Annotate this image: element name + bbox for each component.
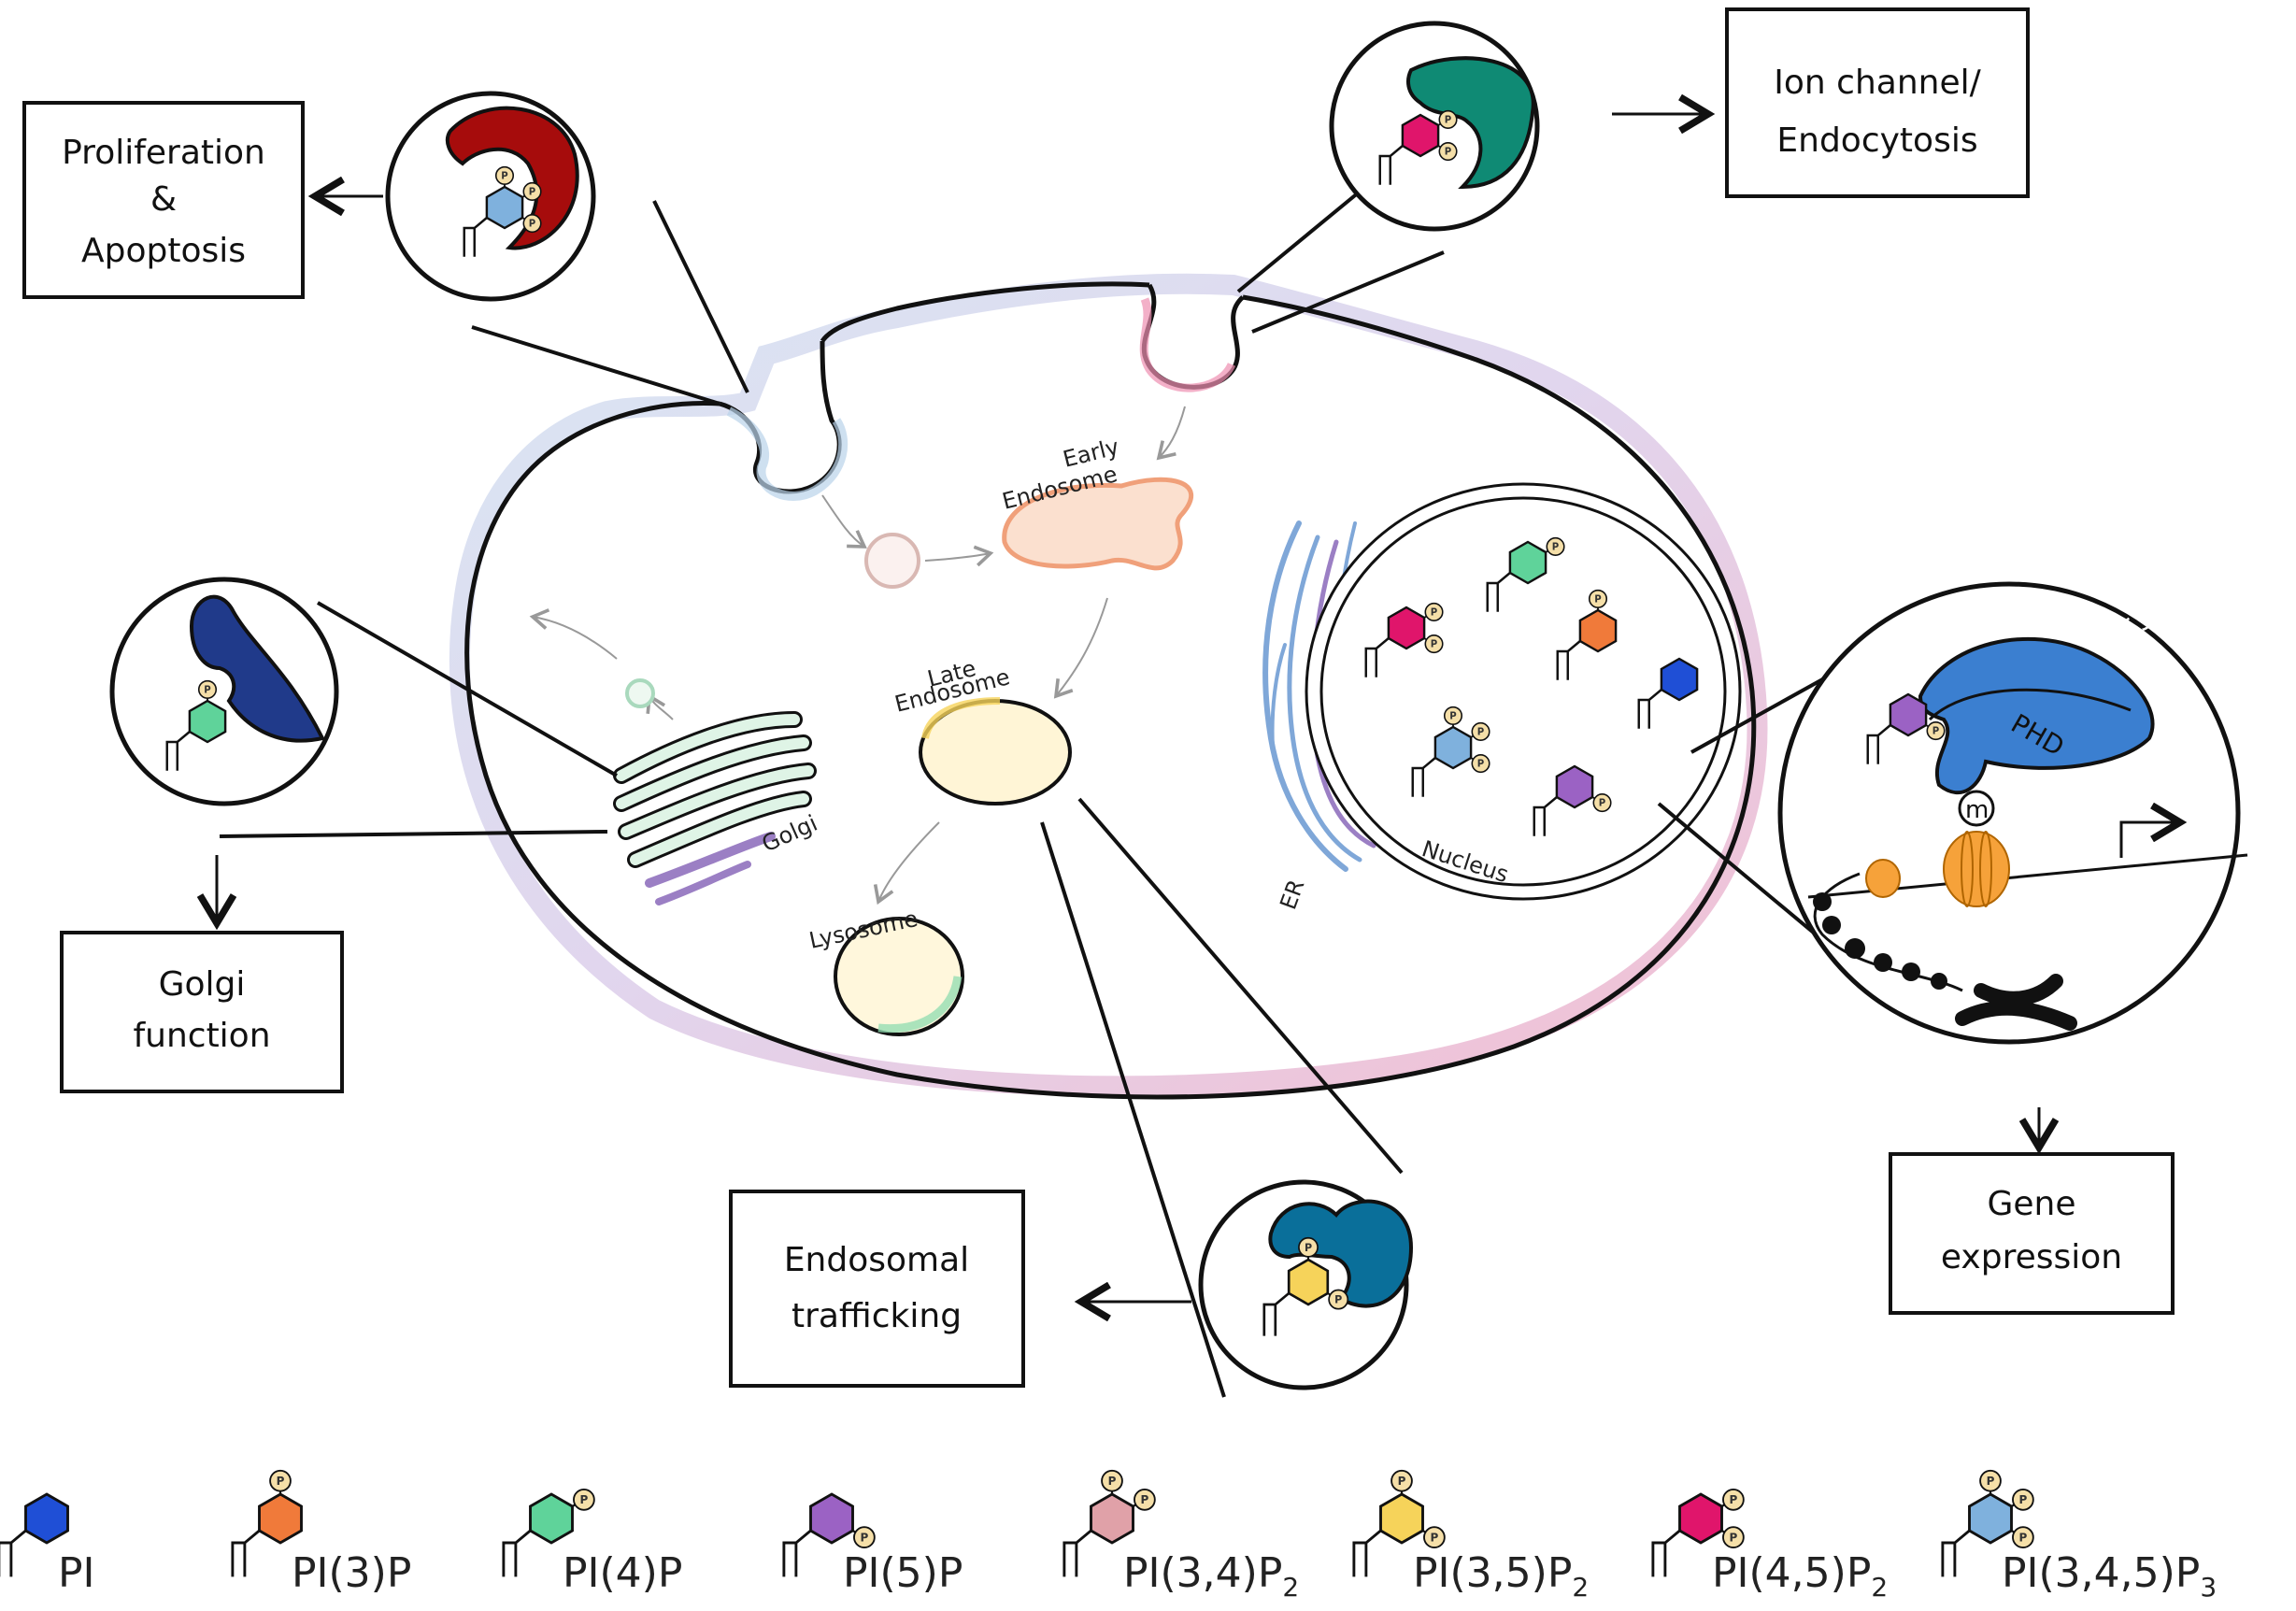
legend-glyph: P [502,1489,595,1577]
zoom-circle-pi4p [109,577,339,806]
golgi-label: Golgi [758,810,821,858]
legend-glyph: PP [1062,1469,1156,1577]
box-ion-channel-endocytosis: Ion channel/ Endocytosis [1725,7,2030,198]
zoom-pi4p: P [165,679,227,771]
cell-membrane-shade [449,273,1768,1097]
methyl-mark [1958,790,1995,827]
box-golgi-function: Golgi function [60,931,344,1093]
vesicle-golgi [625,678,655,708]
legend-glyph: PP [1651,1489,1745,1577]
svg-text:P: P [1431,640,1438,650]
legend-label: PI(3,4,5)P3 [2002,1549,2217,1603]
svg-text:P: P [1431,608,1438,619]
svg-text:P: P [277,1475,285,1488]
legend-label: PI(3,5)P2 [1413,1549,1589,1603]
svg-text:P: P [1305,1242,1312,1254]
svg-text:function: function [133,1017,270,1055]
nuclear-pi-3-4-5-p3: P P P [1411,706,1490,797]
svg-text:P: P [1334,1294,1342,1306]
nuclear-pi-4-p: P [1486,536,1565,612]
legend-label: PI(3,4)P2 [1123,1549,1299,1603]
svg-text:P: P [1449,712,1457,722]
svg-text:P: P [1594,595,1602,606]
nucleosome [1943,831,2010,907]
box-proliferation-apoptosis: Proliferation & Apoptosis [22,101,305,299]
nucleosome [1865,859,1901,898]
svg-text:P: P [2019,1493,2028,1506]
late-endosome: Late Endosome [892,655,1072,806]
svg-text:&: & [150,180,177,219]
legend-glyph: P [782,1492,876,1577]
svg-text:P: P [1932,727,1940,737]
svg-text:P: P [1730,1532,1738,1545]
chromosome [1955,974,2077,1031]
svg-text:Apoptosis: Apoptosis [81,232,246,270]
svg-text:P: P [1730,1493,1738,1506]
svg-text:P: P [1431,1532,1439,1545]
box-endosomal-trafficking: Endosomal trafficking [729,1190,1025,1388]
legend: PIPPI(3)PPPI(4)PPPI(5)PPPPI(3,4)P2PPPI(3… [0,1469,2217,1603]
legend-label: PI(3)P [292,1549,411,1597]
svg-text:P: P [1398,1475,1406,1488]
cell [449,273,1768,1100]
svg-text:P: P [1599,799,1606,809]
box-gene-expression: Gene expression [1889,1152,2175,1315]
svg-text:P: P [1987,1475,1995,1488]
er-label: ER [1275,877,1309,913]
svg-text:Endosomal: Endosomal [784,1241,969,1279]
zoom-pi5p: P [1866,692,1946,764]
methyl-label: m [1965,796,1989,824]
svg-text:Gene: Gene [1987,1185,2075,1223]
svg-text:P: P [204,686,211,696]
svg-text:P: P [1477,728,1485,738]
legend-glyph: P [231,1469,303,1577]
svg-text:Endocytosis: Endocytosis [1776,121,1977,160]
legend-label: PI(5)P [843,1549,963,1597]
legend-glyph: PP [1352,1469,1446,1577]
zoom-pi35p2: PP [1262,1236,1349,1336]
early-endosome: Early Endosome [1000,434,1194,571]
legend-glyph: P P P [1941,1469,2034,1577]
svg-text:trafficking: trafficking [791,1297,962,1335]
cell-membrane [464,281,1757,1100]
svg-text:Ion channel/: Ion channel/ [1774,64,1981,102]
svg-text:P: P [1445,148,1452,158]
svg-text:expression: expression [1941,1238,2122,1276]
svg-text:P: P [861,1532,869,1545]
svg-text:P: P [1552,543,1560,553]
svg-text:Golgi: Golgi [159,965,246,1004]
zoom-pi45p2: PP [1378,109,1458,185]
lysosome: Lysosome [806,905,964,1036]
transcription-arrow [2119,822,2177,858]
svg-text:P: P [1477,760,1485,770]
svg-text:P: P [1445,116,1452,126]
svg-text:P: P [529,220,536,230]
legend-label: PI(4)P [563,1549,682,1597]
svg-text:Proliferation: Proliferation [62,134,265,172]
zoom-circle-nucleus-chromatin: TAF3 PHD m [1777,581,2248,1045]
nuclear-pi-5-p: P [1533,764,1612,836]
nucleus: Nucleus [1305,482,1742,901]
zoom-pi345p3: P P P [463,165,542,257]
vesicle-small [864,533,920,589]
golgi: Golgi [613,711,821,905]
nuclear-pi-4-5-p2: PP [1364,602,1444,677]
nuclear-pi-3-p: P [1556,589,1618,680]
svg-text:P: P [529,188,536,198]
svg-text:P: P [1108,1475,1117,1488]
legend-label: PI [58,1549,95,1597]
legend-label: PI(4,5)P2 [1712,1549,1888,1603]
callout-lines [219,190,1861,1398]
svg-text:P: P [501,172,508,182]
svg-text:P: P [2019,1532,2028,1545]
nuclear-pi [1637,657,1699,729]
legend-glyph [0,1492,69,1577]
svg-text:P: P [1141,1493,1149,1506]
output-arrows [217,114,2039,1302]
svg-text:P: P [580,1493,589,1506]
